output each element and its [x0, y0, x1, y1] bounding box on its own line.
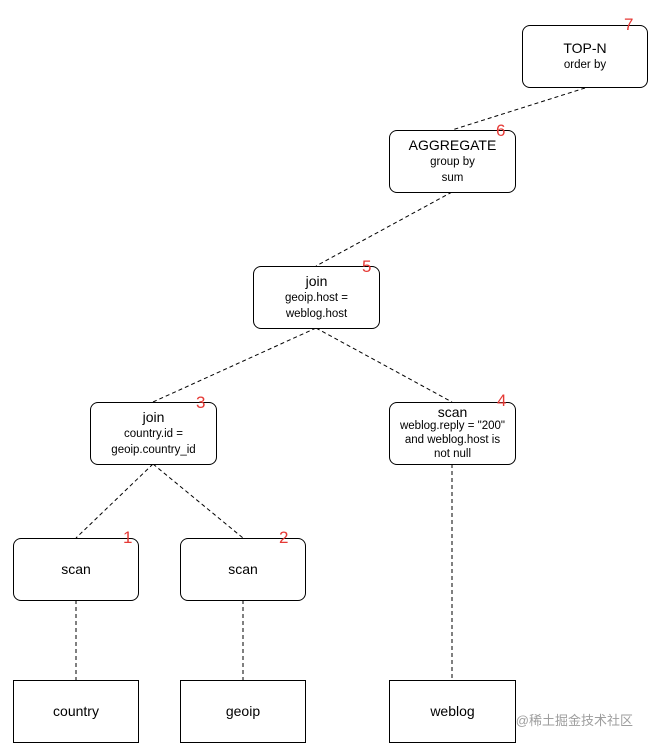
node-join-5: join geoip.host = weblog.host: [253, 266, 380, 329]
node-detail: and weblog.host is: [404, 434, 501, 446]
node-detail: country.id =: [124, 428, 183, 440]
step-badge-7: 7: [624, 15, 634, 34]
edge-join5-join3: [152, 327, 317, 403]
node-title: scan: [437, 404, 468, 420]
node-detail: sum: [441, 172, 464, 184]
node-detail: weblog.host: [285, 308, 348, 320]
step-badge-2: 2: [279, 528, 289, 547]
step-badge-1: 1: [123, 528, 133, 547]
node-detail: geoip.country_id: [111, 444, 196, 456]
edge-join3-scan2: [152, 463, 244, 539]
node-scan-2: scan: [180, 538, 306, 601]
node-title: join: [142, 409, 165, 425]
step-badge-4: 4: [497, 391, 507, 410]
node-scan-1: scan: [13, 538, 139, 601]
node-top-n: TOP-N order by: [522, 25, 648, 88]
node-join-3: join country.id = geoip.country_id: [90, 402, 217, 465]
node-scan-4: scan weblog.reply = "200" and weblog.hos…: [389, 402, 516, 465]
node-title: TOP-N: [563, 40, 607, 56]
table-label: country: [53, 703, 99, 719]
table-geoip: geoip: [180, 680, 306, 743]
table-label: weblog: [430, 703, 475, 719]
node-aggregate: AGGREGATE group by sum: [389, 130, 516, 193]
edge-topn-agg: [451, 87, 586, 131]
node-detail: group by: [430, 156, 475, 168]
node-detail: order by: [563, 59, 607, 71]
edge-join3-scan1: [75, 463, 154, 539]
node-detail: weblog.reply = "200": [399, 420, 506, 432]
node-title: join: [305, 273, 328, 289]
node-title: AGGREGATE: [408, 137, 497, 153]
table-label: geoip: [225, 703, 261, 719]
step-badge-6: 6: [496, 121, 506, 140]
node-detail: geoip.host =: [285, 292, 348, 304]
table-weblog: weblog: [389, 680, 516, 743]
edge-agg-join5: [315, 191, 453, 267]
edge-join5-scan4: [315, 327, 453, 403]
watermark: @稀土掘金技术社区: [515, 713, 633, 728]
step-badge-3: 3: [196, 393, 206, 412]
node-detail: not null: [433, 448, 472, 460]
step-badge-5: 5: [362, 257, 372, 276]
table-country: country: [13, 680, 139, 743]
node-title: scan: [228, 561, 258, 577]
node-title: scan: [61, 561, 91, 577]
